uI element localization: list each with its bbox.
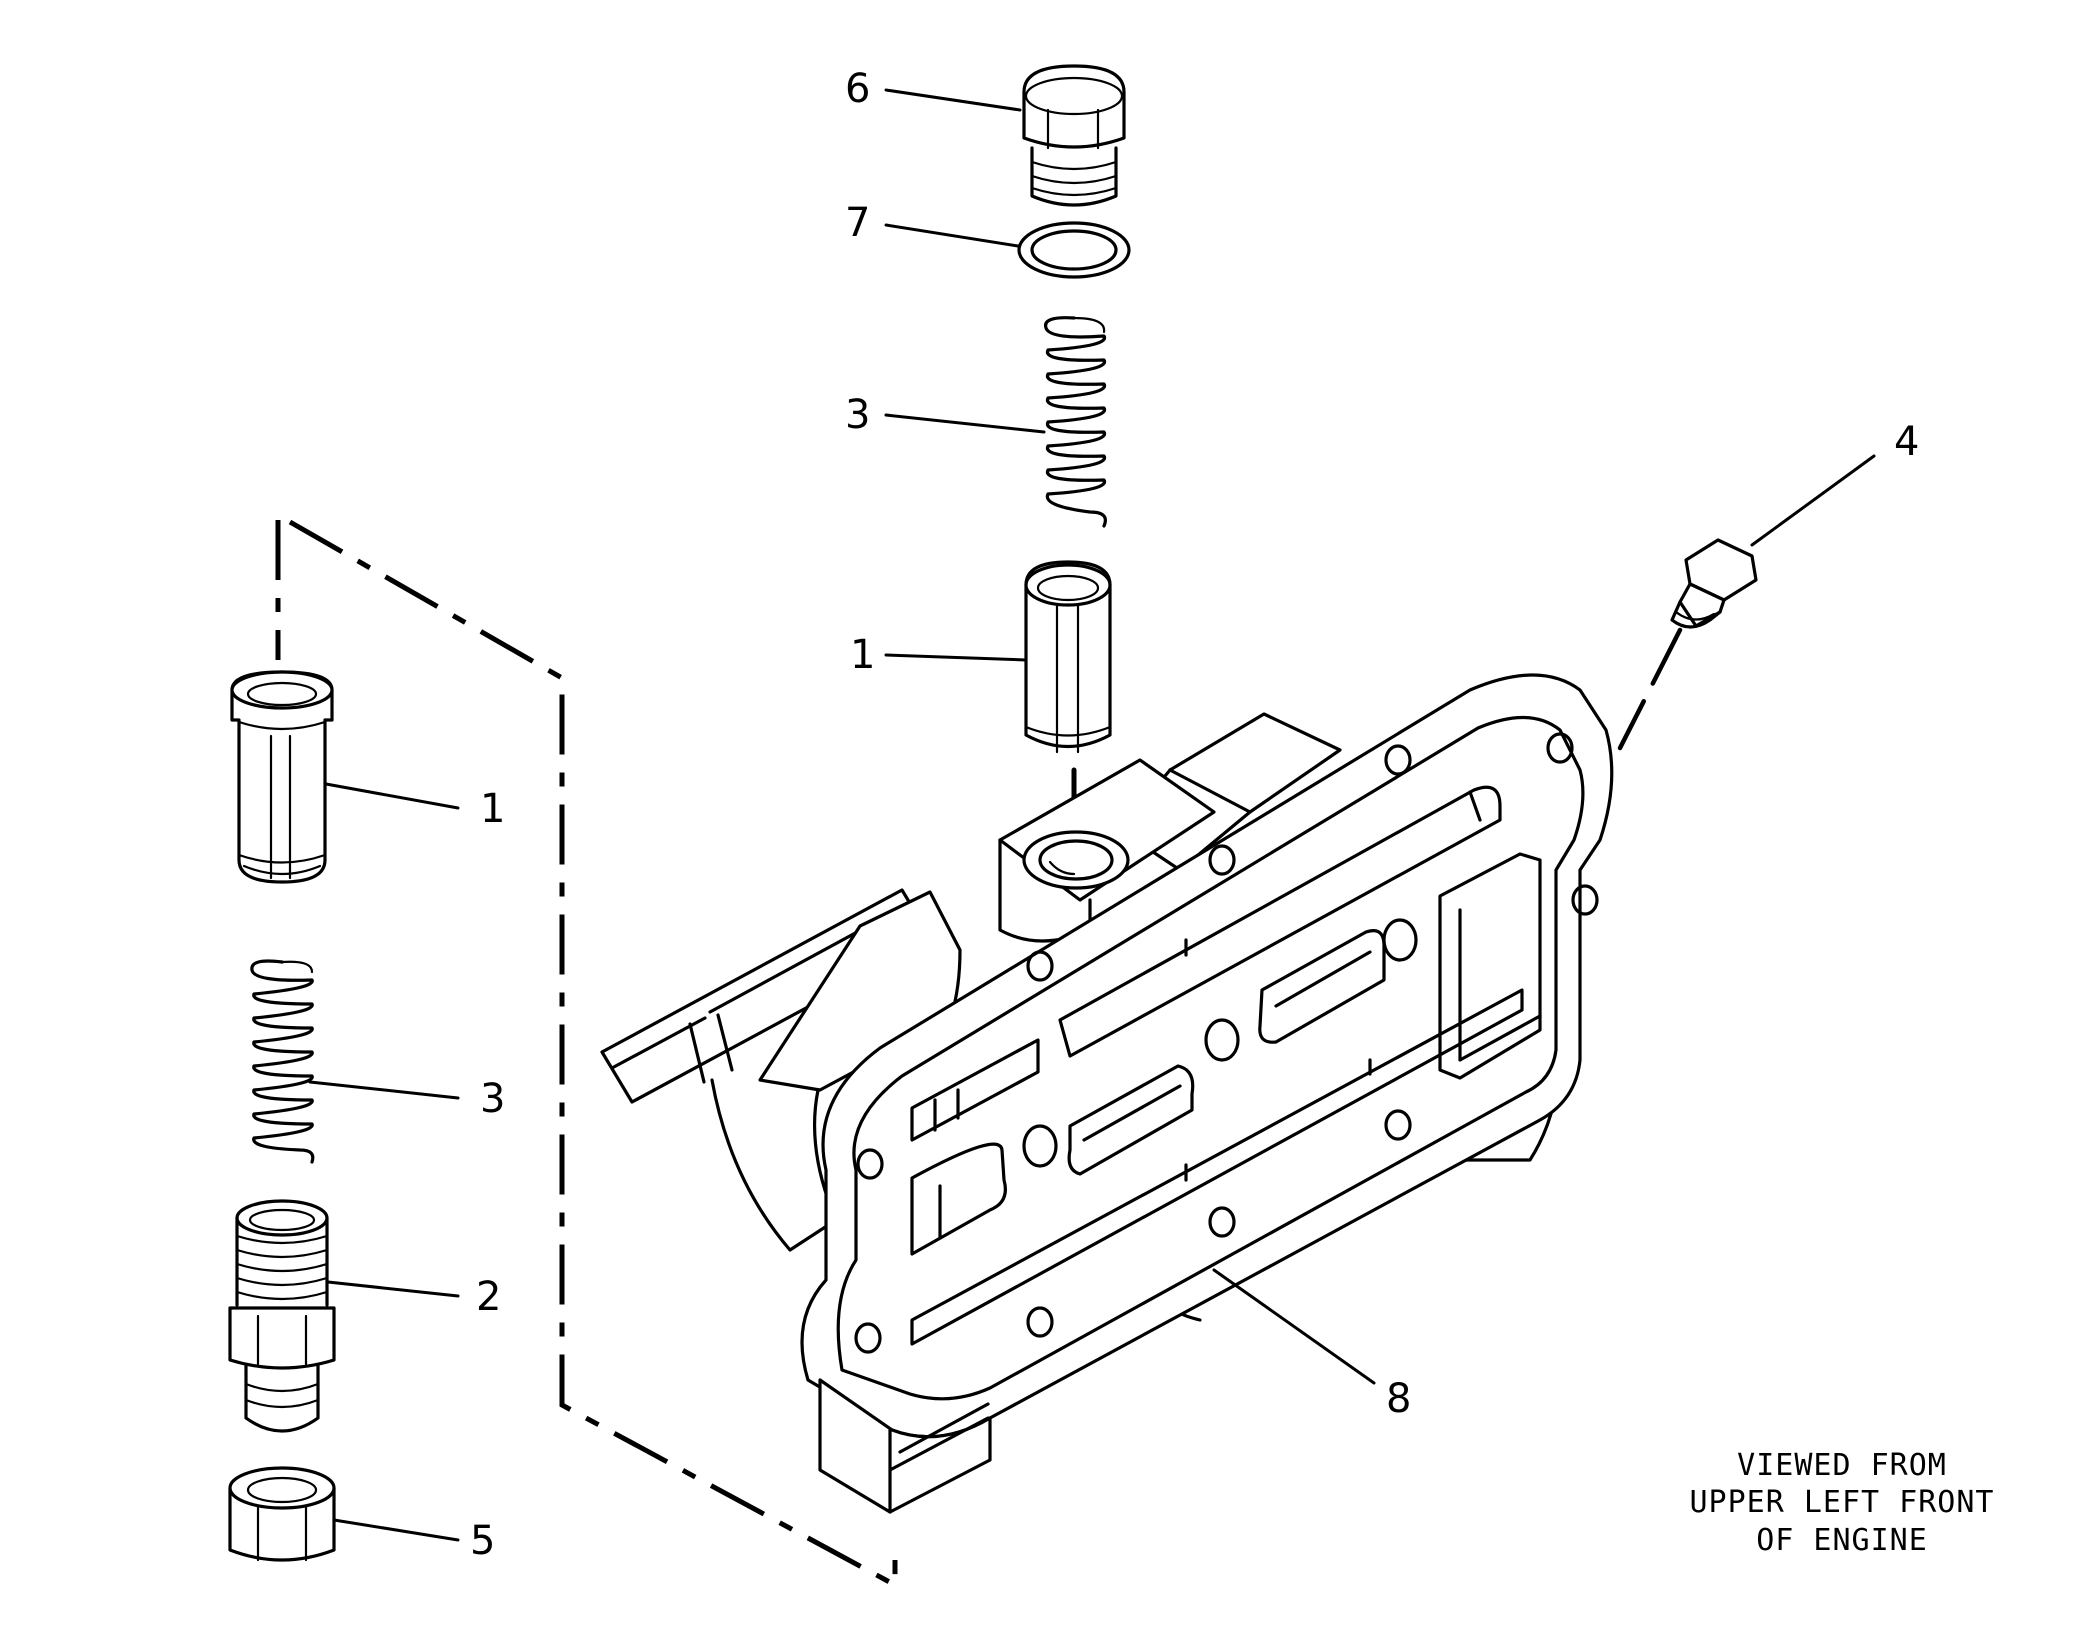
part-4-small-plug: [1670, 538, 1758, 629]
part-4-axis-line: [1617, 627, 1683, 751]
part-2-threaded-fitting: [228, 1199, 336, 1433]
callout-5: 5: [470, 1518, 495, 1564]
callout-7: 7: [845, 200, 870, 246]
part-7-gasket: [1017, 221, 1131, 279]
part-3-left-spring: [250, 959, 315, 1164]
part-8-housing: [600, 673, 1614, 1514]
part-6-plug: [1022, 64, 1126, 207]
leader-lines: [308, 88, 1876, 1542]
part-3-top-spring: [1043, 316, 1107, 528]
part-5-nut: [228, 1466, 336, 1562]
callout-labels: 6 7 3 1 4 1 3 2 5 8: [470, 66, 1919, 1564]
callout-3-left: 3: [480, 1076, 505, 1122]
callout-4: 4: [1894, 419, 1919, 465]
callout-1-top: 1: [850, 632, 875, 678]
view-note-line-1: VIEWED FROM: [1737, 1448, 1947, 1483]
part-1-left-plunger: [230, 670, 334, 884]
callout-3-top: 3: [845, 392, 870, 438]
callout-2: 2: [476, 1274, 501, 1320]
callout-8: 8: [1386, 1376, 1411, 1422]
view-note-line-2: UPPER LEFT FRONT: [1690, 1485, 1995, 1520]
part-1-top-plunger: [1024, 560, 1112, 754]
view-orientation-note: VIEWED FROM UPPER LEFT FRONT OF ENGINE: [1690, 1448, 1995, 1558]
callout-1-left: 1: [480, 786, 505, 832]
view-note-line-3: OF ENGINE: [1756, 1523, 1928, 1558]
assembly-dashed-outline: [275, 519, 898, 1590]
callout-6: 6: [845, 66, 870, 112]
